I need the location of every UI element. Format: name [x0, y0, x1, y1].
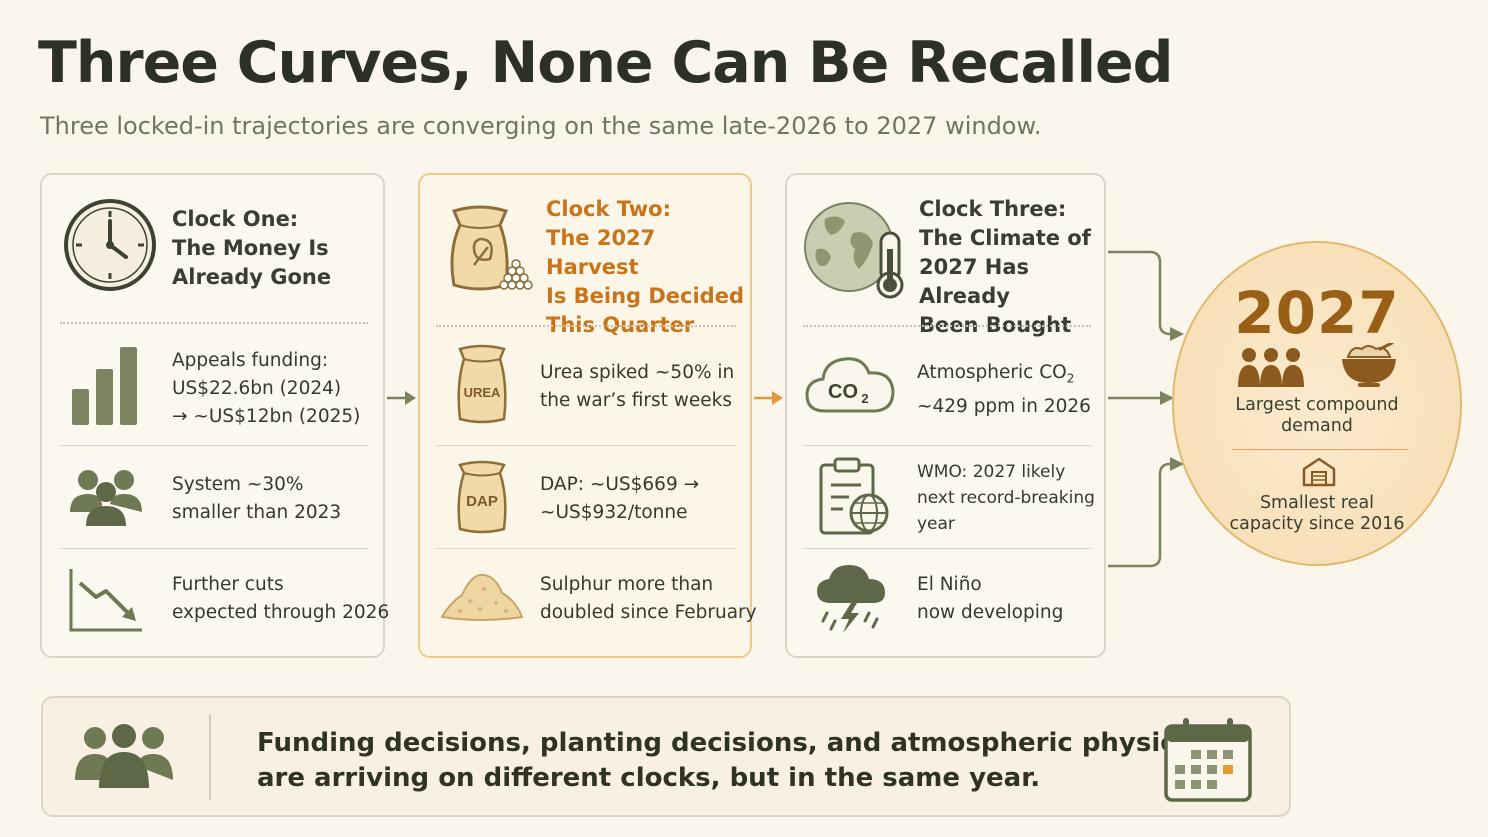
dap-sack-icon: DAP	[457, 460, 507, 534]
outcome-capacity-text: Smallest real capacity since 2016	[1229, 493, 1405, 534]
sulphur-pile-icon	[440, 573, 524, 621]
storm-cloud-icon	[817, 565, 885, 633]
arrow-clock2-to-clock3	[754, 391, 783, 405]
co2-cloud-subscript: 2	[861, 391, 868, 406]
warehouse-icon	[1302, 457, 1336, 487]
co2-cloud-label: CO	[828, 381, 858, 403]
clock-two-title: Clock Two: The 2027 Harvest Is Being Dec…	[546, 197, 744, 337]
page-title: Three Curves, None Can Be Recalled	[38, 30, 1173, 96]
clock-three-panel: Clock Three: The Climate of 2027 Has Alr…	[785, 173, 1106, 658]
urea-sack-label: UREA	[464, 385, 501, 400]
page-subtitle: Three locked-in trajectories are converg…	[40, 112, 1042, 140]
globe-thermometer-icon	[804, 202, 904, 299]
clock-one-row-1: Appeals funding: US$22.6bn (2024) → ~US$…	[172, 350, 361, 427]
outcome-year: 2027	[1234, 279, 1400, 347]
clock-three-row-1: Atmospheric CO2 ~429 ppm in 2026	[917, 362, 1091, 417]
clock-icon	[64, 199, 156, 291]
people-group-icon	[75, 724, 173, 788]
clock-two-row-1: Urea spiked ~50% in the war’s first week…	[540, 362, 735, 411]
clock-one-panel: Clock One: The Money Is Already Gone App…	[40, 173, 389, 658]
clock-three-row-2: WMO: 2027 likely next record-breaking ye…	[917, 462, 1095, 534]
footer-banner: Funding decisions, planting decisions, a…	[41, 696, 1291, 817]
clipboard-globe-icon	[819, 457, 889, 535]
outcome-demand-text: Largest compound demand	[1235, 395, 1399, 436]
arrow-clock1-to-clock2	[387, 391, 416, 405]
people-group-icon	[70, 470, 142, 526]
clock-three-row-3: El Niño now developing	[917, 574, 1064, 623]
fertilizer-sack-icon	[450, 205, 533, 291]
urea-sack-icon: UREA	[457, 344, 507, 424]
dap-sack-label: DAP	[466, 493, 498, 510]
calendar-icon	[1164, 718, 1252, 802]
declining-chart-icon	[69, 569, 142, 632]
co2-cloud-icon: CO 2	[805, 357, 895, 413]
food-bowl-icon	[1342, 343, 1396, 387]
connector-to-outcome	[1108, 250, 1184, 568]
footer-message: Funding decisions, planting decisions, a…	[257, 728, 1192, 793]
outcome-2027-circle: 2027 Largest compound demand Smallest re…	[1172, 241, 1462, 566]
clock-two-row-2: DAP: ~US$669 → ~US$932/tonne	[540, 474, 700, 523]
clock-one-row-2: System ~30% smaller than 2023	[172, 474, 342, 523]
clock-two-panel: Clock Two: The 2027 Harvest Is Being Dec…	[418, 173, 757, 658]
clock-one-title: Clock One: The Money Is Already Gone	[172, 207, 332, 289]
bar-chart-icon	[72, 347, 137, 425]
clock-two-row-3: Sulphur more than doubled since February	[540, 574, 757, 623]
clock-three-title: Clock Three: The Climate of 2027 Has Alr…	[919, 197, 1091, 337]
people-crowd-icon	[1238, 348, 1304, 387]
clock-one-row-3: Further cuts expected through 2026	[172, 574, 390, 623]
